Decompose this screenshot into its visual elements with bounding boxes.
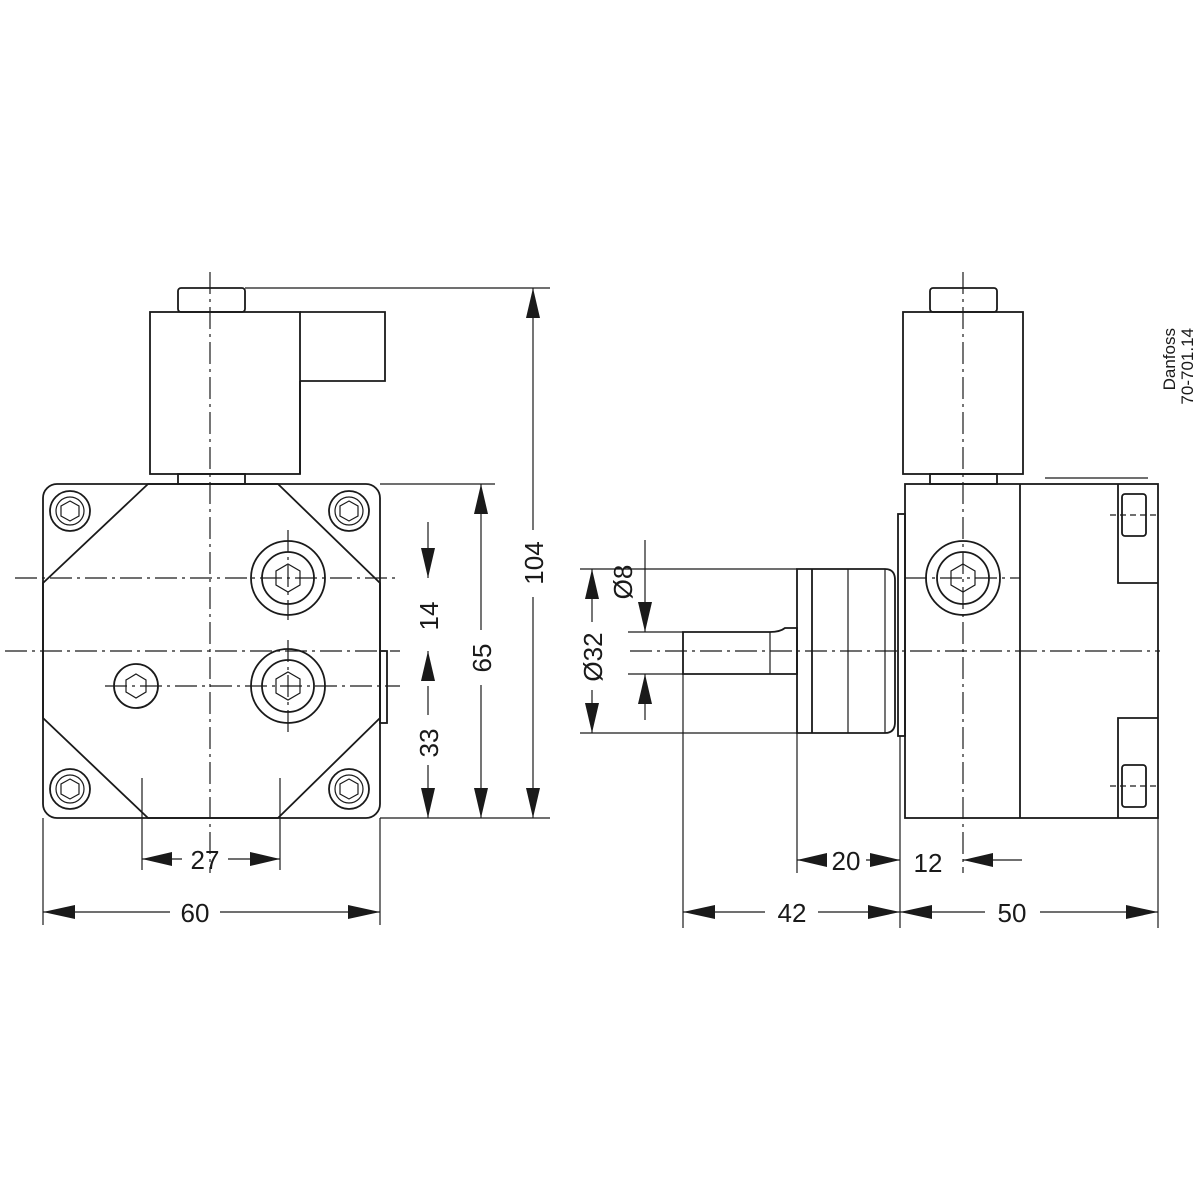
bolt-top-left	[49, 490, 91, 532]
dim-label-shaft-dia: Ø8	[608, 565, 638, 600]
solenoid-connector	[300, 311, 386, 382]
solenoid-coil	[149, 311, 301, 475]
solenoid-stem	[177, 473, 246, 485]
dim-label-12: 12	[914, 848, 943, 878]
rear-cover-step-bottom	[1117, 717, 1158, 818]
dimension-port-offset-33: 33	[414, 686, 444, 818]
dimension-port-offset-14: 14	[414, 522, 444, 681]
front-view	[5, 272, 400, 873]
dimension-hub-length: 20	[797, 846, 900, 876]
dim-label-33: 33	[414, 729, 444, 758]
dim-label-14: 14	[414, 602, 444, 631]
pump-body-octagon	[42, 483, 381, 819]
bolt-top-right	[328, 490, 370, 532]
dim-label-20: 20	[832, 846, 861, 876]
dimension-width: 60	[43, 898, 380, 928]
dim-label-27: 27	[191, 845, 220, 875]
side-lug	[379, 650, 388, 724]
dim-label-42: 42	[778, 898, 807, 928]
dimension-shaft-length: 42	[683, 898, 900, 928]
rear-cover-step-top	[1117, 484, 1158, 584]
dim-label-60: 60	[181, 898, 210, 928]
dimension-port-spacing: 27	[142, 845, 280, 875]
front-dimension-lines	[42, 287, 550, 925]
side-dimension-lines	[580, 568, 1159, 928]
dim-label-flange-dia: Ø32	[578, 632, 608, 681]
bolt-bottom-right	[328, 768, 370, 810]
dimension-body-depth: 50	[900, 898, 1158, 928]
dim-label-65: 65	[467, 644, 497, 673]
dim-label-50: 50	[998, 898, 1027, 928]
pressure-adjust-screw	[113, 663, 159, 709]
side-view	[630, 272, 1160, 873]
dimension-total-height: 104	[519, 288, 549, 818]
dimension-body-height: 65	[467, 484, 497, 818]
lower-port-plug	[250, 648, 326, 724]
upper-port-plug	[250, 540, 326, 616]
title-block: Danfoss 70-701.14	[1160, 328, 1197, 405]
solenoid-plunger-cap	[177, 287, 246, 313]
flange-hub	[796, 568, 896, 734]
drive-shaft	[682, 627, 798, 675]
dim-label-104: 104	[519, 541, 549, 584]
dimension-flange-diameter: Ø32	[578, 569, 608, 733]
brand-label: Danfoss	[1160, 328, 1179, 390]
side-port-plug	[925, 540, 1001, 616]
mounting-flange-face	[897, 513, 906, 737]
drawing-number: 70-701.14	[1178, 328, 1197, 405]
bolt-bottom-left	[49, 768, 91, 810]
dimension-port-distance: 12	[914, 848, 1022, 878]
dimension-shaft-diameter: Ø8	[608, 540, 652, 720]
